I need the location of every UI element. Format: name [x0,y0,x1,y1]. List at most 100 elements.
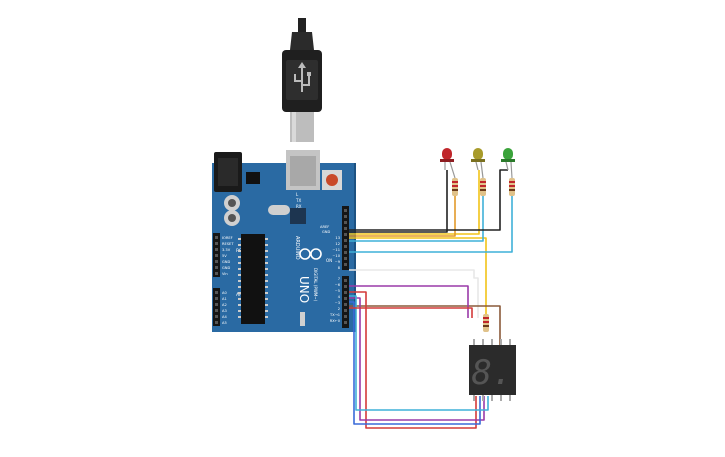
on-label: ON [326,258,332,263]
header-pin [215,236,218,239]
chip-pin [238,310,241,312]
wire-red-display[interactable] [349,291,477,429]
aref-pin-label: AREF [320,225,329,229]
digital-pin-label: 12 [335,242,340,246]
header-pin [215,242,218,245]
analog-pin-label: A2 [222,303,227,307]
wire-cyan-green-led[interactable] [349,196,513,253]
digital-header-upper [342,206,349,270]
analog-pin-label: A0 [222,291,227,295]
wire-purple-display-top[interactable] [349,285,469,318]
display-pin [500,339,502,345]
digital-pin-label: 8 [338,266,341,270]
led-yellow[interactable] [471,148,485,179]
wire-purple-display[interactable] [349,297,485,421]
chip-pin [238,316,241,318]
header-pin [344,303,347,306]
display-pin [482,339,484,345]
header-pin [215,260,218,263]
chip-pin [265,316,268,318]
chip-pin [265,292,268,294]
header-pin [344,309,347,312]
reset-button-cap[interactable] [326,174,338,186]
led-red[interactable] [440,148,456,179]
power-pin-label: 3.3V [222,248,231,252]
header-pin [215,291,218,294]
model-label: UNO [297,276,311,303]
chip-pin [238,304,241,306]
display-digit: 8. [472,353,513,393]
wire-orange-red-led[interactable] [349,196,456,237]
header-pin [215,309,218,312]
header-pin [215,272,218,275]
usb-interface-chip [290,208,306,224]
resistor-red-led[interactable] [452,178,458,196]
digital-pin-label: 2 [338,307,340,311]
resistor-yellow-led[interactable] [480,178,486,196]
chip-pin [238,256,241,258]
digital-pin-label: ~9 [335,260,341,264]
led-green-dome [503,148,513,160]
icsp-header [300,312,305,326]
chip-pin [265,304,268,306]
usb-cable[interactable] [282,18,322,142]
chip-pin [265,274,268,276]
chip-pin [265,256,268,258]
wires [349,169,513,429]
seven-segment-display[interactable]: 8. [469,339,516,401]
wire-yellow-led[interactable] [349,170,480,235]
header-pin [344,233,347,236]
wire-white-display[interactable] [349,269,479,318]
display-pin [509,395,511,401]
chip-pin [238,268,241,270]
header-pin [344,321,347,324]
wire-cyan-display[interactable] [349,295,489,411]
wire-gnd-green-led[interactable] [349,169,508,231]
power-pin-label: GND [222,266,230,270]
header-pin [344,257,347,260]
wire-cyan-yellow-led[interactable] [349,196,484,242]
chip-pin [238,298,241,300]
header-pin [344,221,347,224]
brand-label: ARDUINO [294,236,300,260]
header-pin [215,266,218,269]
arduino-logo: ARDUINO [294,236,322,260]
led-green[interactable] [501,148,515,179]
chip-pin [265,268,268,270]
digital-section-label: DIGITAL (PWM~) [313,268,318,302]
wire-red-display-top[interactable] [349,307,473,318]
wire-gnd-red-led[interactable] [349,170,448,233]
chip-pin [238,274,241,276]
digital-pin-label: ~3 [335,301,340,305]
analog-pin-label: A1 [222,297,227,301]
power-pin-label: GND [222,260,230,264]
analog-pin-label: A3 [222,309,227,313]
chip-pin [238,292,241,294]
wire-brown-display[interactable] [349,305,501,345]
wire-yellow-display[interactable] [349,237,487,318]
l-label: L [296,192,299,197]
resistor-display[interactable] [483,314,489,332]
voltage-regulator [246,172,260,184]
analog-pin-label: A4 [222,315,227,319]
header-pin [344,279,347,282]
chip-pin [265,310,268,312]
header-pin [344,209,347,212]
crystal-oscillator [268,205,290,215]
header-pin [215,303,218,306]
chip-pin [238,280,241,282]
arduino-uno-board[interactable]: ARDUINO UNO POWER ANALOG IN DIGITAL (PWM… [212,150,356,332]
digital-pin-label: ~11 [332,248,340,252]
digital-pin-label: ~6 [335,283,341,287]
display-pin [500,395,502,401]
chip-pin [265,298,268,300]
resistor-green-led[interactable] [509,178,515,196]
chip-pin [265,286,268,288]
wire-blue-display[interactable] [349,301,481,425]
atmega-chip [241,234,265,324]
chip-pin [265,238,268,240]
digital-pin-label: ~10 [332,254,340,258]
